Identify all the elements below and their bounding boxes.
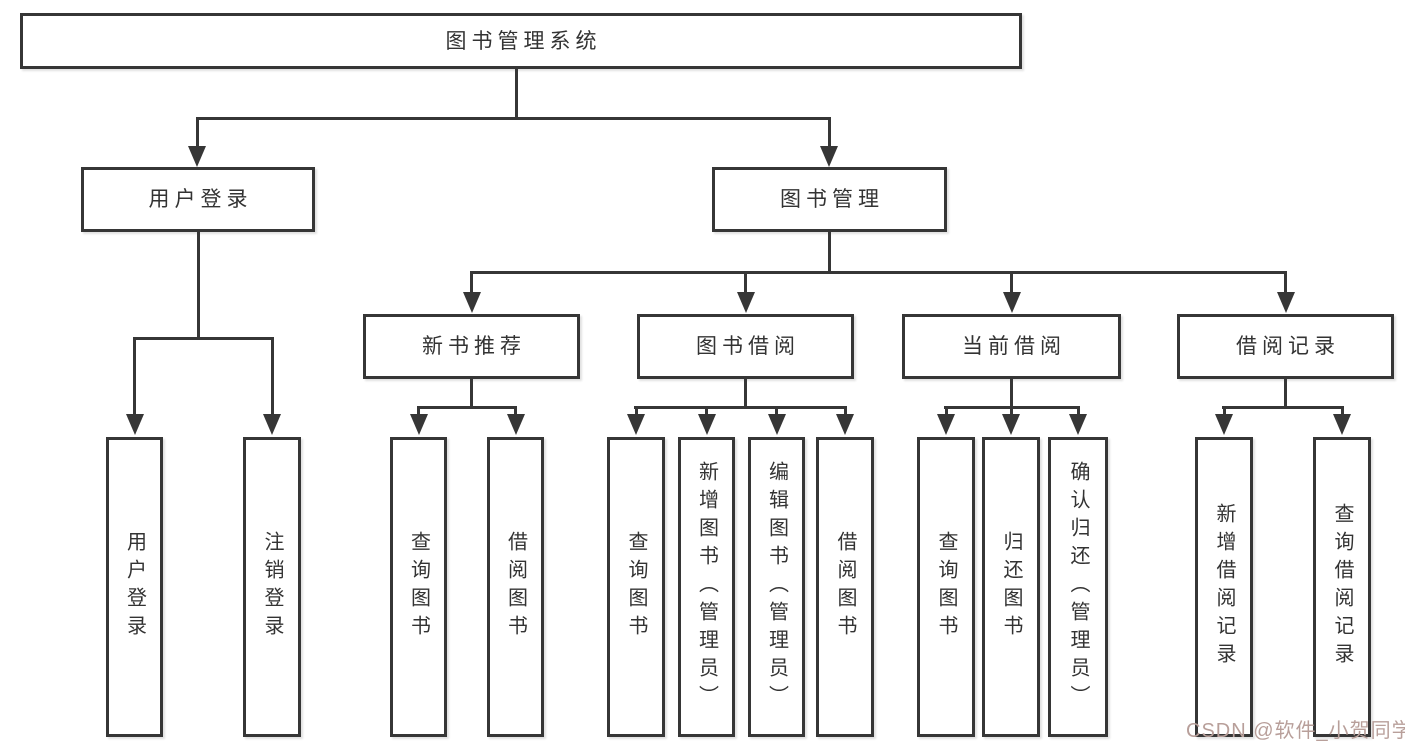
connector-root-stub-right [828,117,831,147]
connector-userlogin-stub-1 [133,337,136,414]
node-borrow-record: 借阅记录 [1177,314,1394,379]
connector-currentborrow-drop [1010,379,1013,407]
node-current-borrow-label: 当前借阅 [962,335,1066,358]
leaf-confirm-return-admin: 确认归还（管理员） [1048,437,1108,737]
arrow-down-icon [1277,292,1295,313]
connector-currentborrow-stub-2 [1010,406,1013,416]
leaf-return-book-label: 归还图书 [1000,531,1022,643]
connector-currentborrow-stub-3 [1077,406,1080,416]
connector-userlogin-drop [197,232,200,337]
node-user-login: 用户登录 [81,167,315,232]
arrow-down-icon [263,414,281,435]
connector-bookmgmt-stub-4 [1284,271,1287,294]
leaf-borrow-query-book: 查询图书 [607,437,665,737]
connector-bookmgmt-bar [470,271,1287,274]
connector-borrowrecord-stub-2 [1341,406,1344,416]
node-book-borrow: 图书借阅 [637,314,854,379]
node-new-book: 新书推荐 [363,314,580,379]
leaf-newbook-query-book: 查询图书 [390,437,447,737]
arrow-down-icon [768,414,786,435]
leaf-user-login-label: 用户登录 [123,531,146,643]
leaf-add-book-admin-label: 新增图书（管理员） [695,461,718,713]
arrow-down-icon [188,146,206,167]
node-borrow-record-label: 借阅记录 [1236,335,1340,358]
connector-userlogin-stub-2 [271,337,274,414]
connector-newbook-stub-2 [514,406,517,416]
arrow-down-icon [1215,414,1233,435]
arrow-down-icon [463,292,481,313]
arrow-down-icon [1003,292,1021,313]
node-current-borrow: 当前借阅 [902,314,1121,379]
leaf-borrow-borrow-book: 借阅图书 [816,437,874,737]
connector-root-drop [515,69,518,117]
connector-bookborrow-stub-1 [635,406,638,416]
connector-borrowrecord-stub-1 [1223,406,1226,416]
connector-bookborrow-stub-2 [705,406,708,416]
node-book-mgmt: 图书管理 [712,167,947,232]
watermark: CSDN @软件_小贺同学 [1186,720,1405,742]
connector-bookborrow-stub-4 [844,406,847,416]
connector-bookmgmt-stub-3 [1010,271,1013,294]
arrow-down-icon [1002,414,1020,435]
arrow-down-icon [937,414,955,435]
leaf-edit-book-admin: 编辑图书（管理员） [748,437,805,737]
leaf-current-query-book-label: 查询图书 [935,531,957,643]
arrow-down-icon [836,414,854,435]
leaf-current-query-book: 查询图书 [917,437,975,737]
connector-borrowrecord-bar [1222,406,1343,409]
arrow-down-icon [507,414,525,435]
leaf-newbook-borrow-book: 借阅图书 [487,437,544,737]
connector-newbook-drop [470,379,473,407]
connector-bookmgmt-stub-2 [744,271,747,294]
connector-root-stub-left [196,117,199,147]
arrow-down-icon [1069,414,1087,435]
node-system-label: 图书管理系统 [445,29,602,53]
leaf-add-book-admin: 新增图书（管理员） [678,437,735,737]
leaf-add-borrow-record-label: 新增借阅记录 [1213,503,1235,671]
connector-bookborrow-bar [634,406,847,409]
leaf-borrow-borrow-book-label: 借阅图书 [834,531,856,643]
arrow-down-icon [410,414,428,435]
leaf-query-borrow-record-label: 查询借阅记录 [1331,503,1353,671]
leaf-add-borrow-record: 新增借阅记录 [1195,437,1253,737]
arrow-down-icon [1333,414,1351,435]
connector-bookborrow-stub-3 [775,406,778,416]
connector-newbook-bar [417,406,517,409]
connector-currentborrow-stub-1 [945,406,948,416]
node-book-mgmt-label: 图书管理 [780,188,884,211]
arrow-down-icon [126,414,144,435]
node-system: 图书管理系统 [20,13,1022,69]
leaf-borrow-query-book-label: 查询图书 [625,531,647,643]
arrow-down-icon [820,146,838,167]
connector-bookborrow-drop [744,379,747,407]
node-new-book-label: 新书推荐 [422,335,526,358]
arrow-down-icon [737,292,755,313]
leaf-query-borrow-record: 查询借阅记录 [1313,437,1371,737]
leaf-confirm-return-admin-label: 确认归还（管理员） [1067,461,1089,713]
connector-userlogin-bar [133,337,274,340]
leaf-logout: 注销登录 [243,437,301,737]
connector-bookmgmt-stub-1 [470,271,473,294]
connector-root-bar [196,117,831,120]
connector-newbook-stub-1 [417,406,420,416]
leaf-user-login: 用户登录 [106,437,163,737]
leaf-edit-book-admin-label: 编辑图书（管理员） [765,461,788,713]
leaf-return-book: 归还图书 [982,437,1040,737]
arrow-down-icon [698,414,716,435]
node-book-borrow-label: 图书借阅 [696,335,800,358]
leaf-logout-label: 注销登录 [261,531,283,643]
arrow-down-icon [627,414,645,435]
connector-bookmgmt-drop [828,232,831,271]
leaf-newbook-query-book-label: 查询图书 [407,531,430,643]
connector-borrowrecord-drop [1284,379,1287,407]
node-user-login-label: 用户登录 [148,188,253,211]
leaf-newbook-borrow-book-label: 借阅图书 [504,531,527,643]
